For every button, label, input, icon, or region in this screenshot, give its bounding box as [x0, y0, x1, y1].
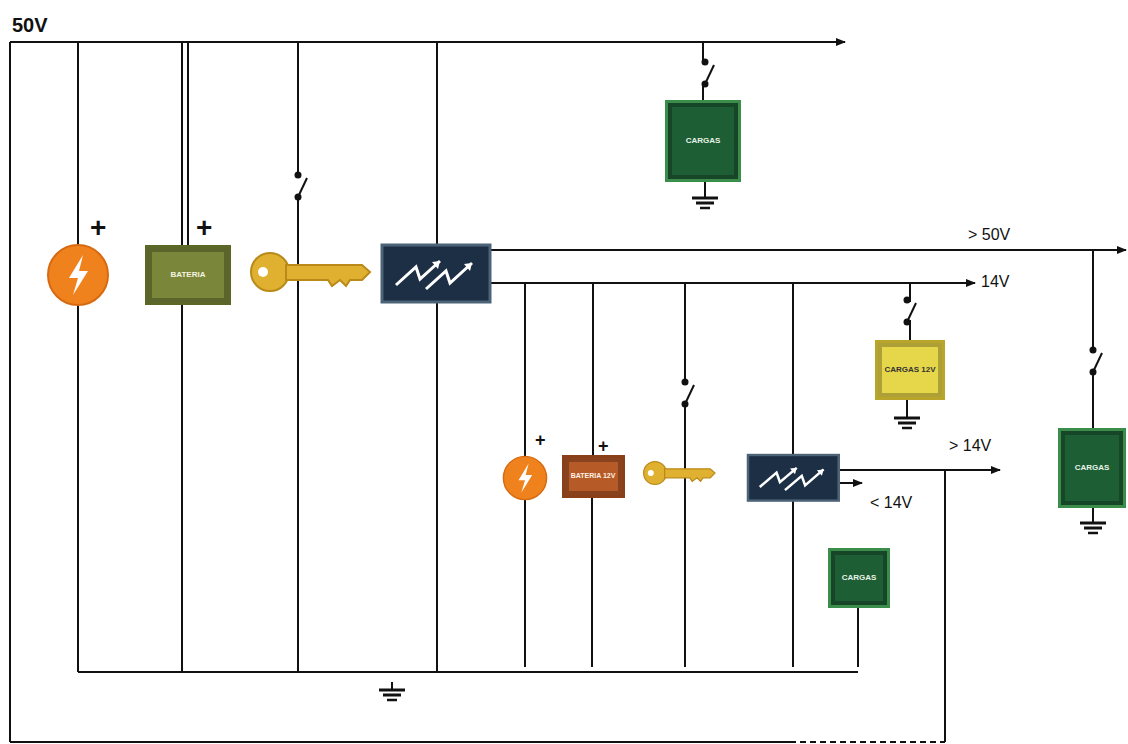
bus-voltage: 50V: [12, 14, 48, 37]
output-voltage: > 50V: [968, 226, 1010, 244]
polarity-sign: +: [598, 436, 609, 457]
node-text: CARGAS: [684, 134, 723, 147]
node-text: BATERIA 12V: [569, 470, 618, 482]
node-text: CARGAS 12V: [882, 363, 937, 376]
node-text: BATERIA: [169, 268, 208, 281]
polarity-sign: +: [196, 212, 212, 244]
battery-12v-box: BATERIA 12V: [562, 455, 625, 498]
polarity-sign: +: [535, 430, 546, 451]
wire-connector: [188, 42, 703, 245]
node-text: CARGAS: [840, 571, 879, 584]
load-box: CARGAS: [828, 548, 890, 608]
load-box: CARGAS: [665, 100, 741, 182]
output-voltage: < 14V: [870, 494, 912, 512]
load-box: CARGAS: [1058, 428, 1126, 508]
node-text: CARGAS: [1073, 461, 1112, 474]
polarity-sign: +: [90, 212, 106, 244]
output-voltage: 14V: [981, 273, 1009, 291]
output-voltage: > 14V: [949, 437, 991, 455]
load-12v-box: CARGAS 12V: [875, 340, 945, 400]
battery-box: BATERIA: [145, 245, 231, 305]
wire-connector: [593, 283, 910, 455]
